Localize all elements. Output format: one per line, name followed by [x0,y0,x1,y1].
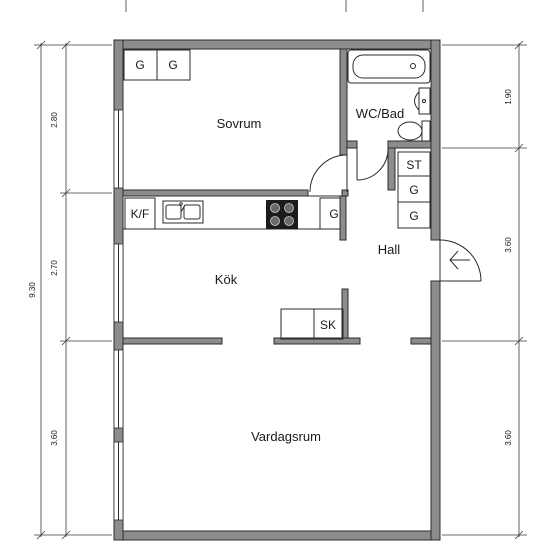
room-label-hall: Hall [378,242,401,257]
dim-left-lower: 3.60 [50,430,59,446]
room-label-kok: Kök [215,272,238,287]
wardrobe-label-2: G [168,58,177,72]
interior-walls [122,48,432,345]
kitchen-wardrobe-label: G [329,207,338,221]
hall-wardrobe-label-2: G [409,209,418,223]
door-swings [309,148,482,282]
cleaning-cabinet: SK [280,308,344,340]
kitchen-sink [162,200,204,224]
hall-wardrobe-label-1: G [409,183,418,197]
stove-icon [266,200,298,229]
entrance-arrow-icon [449,250,470,270]
cleaning-cabinet-label: SK [320,318,336,332]
wardrobe-label-1: G [135,58,144,72]
windows [113,109,124,521]
dim-total-height: 9.30 [28,282,37,298]
room-label-sovrum: Sovrum [217,116,262,131]
fridge-freezer-label: K/F [131,207,150,221]
dim-left-middle: 2.70 [50,260,59,276]
dim-left-upper: 2.80 [50,112,59,128]
kitchen-counter: K/F G [122,195,341,230]
hall-storage: ST G G [397,151,431,229]
room-label-vardagsrum: Vardagsrum [251,429,321,444]
dim-right-middle: 3.60 [504,237,513,253]
dimension-lines-left [34,0,424,540]
dim-right-upper: 1.90 [504,89,513,105]
dimension-lines-right [442,40,527,540]
room-label-wc-bad: WC/Bad [356,106,404,121]
toilet [397,120,431,142]
sink [414,87,431,115]
storage-label: ST [406,158,422,172]
bathtub [347,49,431,84]
bedroom-wardrobes: G G [123,49,191,81]
dim-right-lower: 3.60 [504,430,513,446]
